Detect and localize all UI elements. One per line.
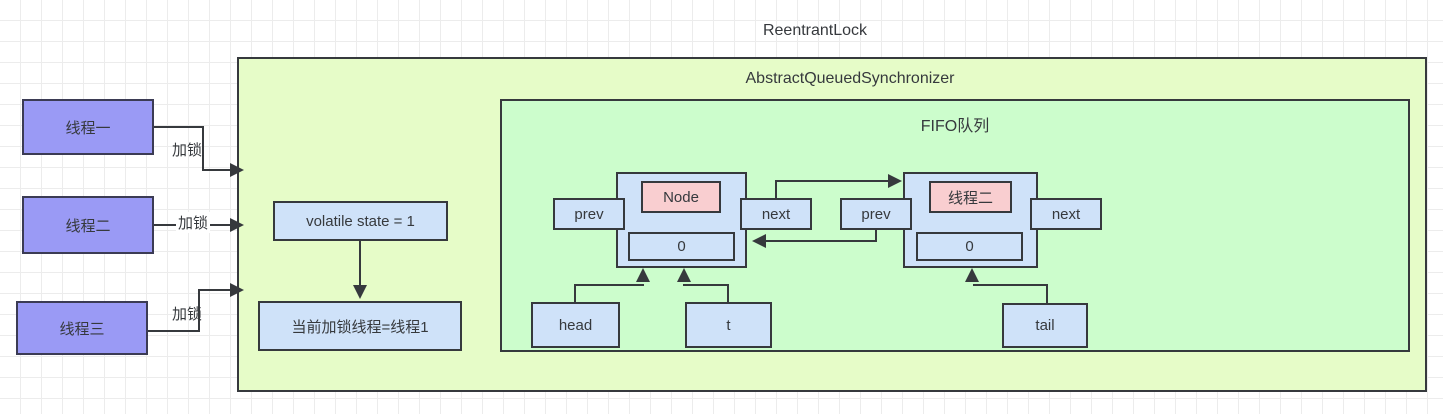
queue-node-1-next: next <box>740 198 812 230</box>
queue-node-1-next-label: next <box>761 205 791 223</box>
edge-state-owner-seg <box>359 241 361 287</box>
pointer-tail-label: tail <box>1035 317 1055 334</box>
thread-box-1[interactable]: 线程一 <box>22 99 154 155</box>
current-owner-box: 当前加锁线程=线程1 <box>258 301 462 351</box>
thread-box-3[interactable]: 线程三 <box>16 301 148 355</box>
pointer-t-box: t <box>685 302 772 348</box>
edge-t-seg-h <box>683 284 729 286</box>
edge-prev-arrowhead <box>752 234 766 248</box>
edge-head-arrowhead <box>636 268 650 282</box>
edge-state-owner-arrowhead <box>353 285 367 299</box>
edge-tail-seg-h <box>973 284 1048 286</box>
edge-prev-seg-v <box>875 228 877 242</box>
volatile-state-label: volatile state = 1 <box>306 212 415 230</box>
edge-lock2-arrowhead <box>230 218 244 232</box>
edge-lock3-arrowhead <box>230 283 244 297</box>
edge-lock1-seg-h2 <box>202 169 236 171</box>
queue-node-1-header-label: Node <box>663 188 699 206</box>
queue-node-2-header-label: 线程二 <box>947 189 993 207</box>
edge-tail-seg-v <box>1046 284 1048 304</box>
reentrant-lock-title: ReentrantLock <box>762 22 868 39</box>
queue-node-2-prev-label: prev <box>861 205 891 223</box>
edge-lock1-label: 加锁 <box>172 142 203 159</box>
queue-node-1-header: Node <box>641 181 721 213</box>
fifo-title: FIFO队列 <box>920 118 990 135</box>
edge-t-seg-v <box>727 284 729 303</box>
thread-box-2[interactable]: 线程二 <box>22 196 154 254</box>
queue-node-2-prev: prev <box>840 198 912 230</box>
queue-node-1-value: 0 <box>628 232 735 261</box>
edge-lock2-label: 加锁 <box>176 212 211 233</box>
edge-next-seg-v <box>775 180 777 200</box>
queue-node-1-value-label: 0 <box>677 238 686 255</box>
queue-node-2-value: 0 <box>916 232 1023 261</box>
thread-box-2-label: 线程二 <box>65 217 111 235</box>
edge-tail-arrowhead <box>965 268 979 282</box>
aqs-title: AbstractQueuedSynchronizer <box>745 70 955 87</box>
edge-head-seg-h <box>574 284 644 286</box>
queue-node-2-next: next <box>1030 198 1102 230</box>
edge-lock3-seg-h2 <box>198 289 236 291</box>
queue-node-1-prev-label: prev <box>574 205 604 223</box>
edge-lock3-seg-h1 <box>148 330 200 332</box>
pointer-head-box: head <box>531 302 620 348</box>
queue-node-2-value-label: 0 <box>965 238 974 255</box>
queue-node-1-prev: prev <box>553 198 625 230</box>
edge-next-arrowhead <box>888 174 902 188</box>
edge-lock1-seg-v <box>202 126 204 171</box>
edge-lock3-seg-v <box>198 289 200 332</box>
pointer-t-label: t <box>726 316 731 334</box>
edge-next-seg-h <box>775 180 895 182</box>
queue-node-2-next-label: next <box>1051 205 1081 223</box>
pointer-head-label: head <box>558 316 593 334</box>
edge-lock1-arrowhead <box>230 163 244 177</box>
edge-lock3-label: 加锁 <box>172 306 203 323</box>
current-owner-label: 当前加锁线程=线程1 <box>291 318 429 336</box>
queue-node-2-header: 线程二 <box>929 181 1012 213</box>
thread-box-1-label: 线程一 <box>65 119 111 137</box>
edge-lock1-seg-h1 <box>154 126 204 128</box>
thread-box-3-label: 线程三 <box>59 320 105 338</box>
edge-head-seg-v <box>574 284 576 303</box>
edge-prev-seg-h <box>765 240 877 242</box>
volatile-state-box: volatile state = 1 <box>273 201 448 241</box>
edge-t-arrowhead <box>677 268 691 282</box>
pointer-tail-box: tail <box>1002 303 1088 348</box>
